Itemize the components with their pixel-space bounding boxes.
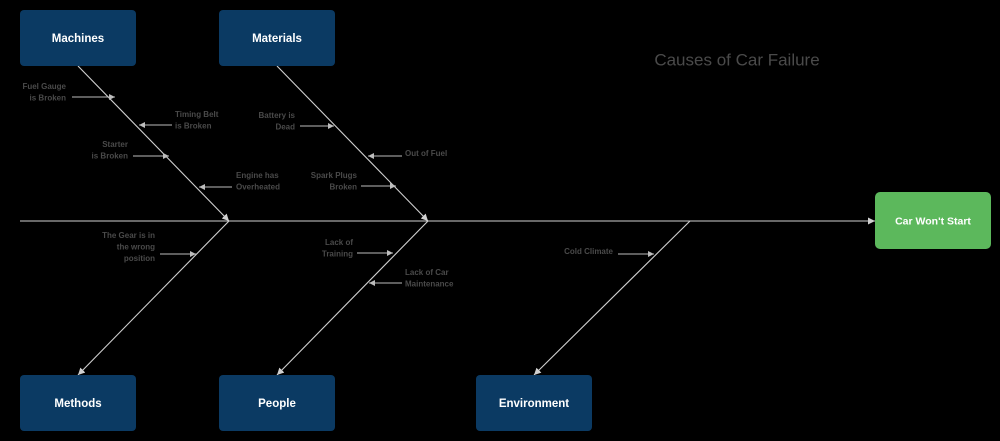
category-box-rect — [219, 375, 335, 431]
cause-label: Cold Climate — [564, 247, 613, 256]
branches-group — [77, 65, 691, 376]
branch-line-machines — [77, 65, 230, 222]
category-box-machines[interactable]: Machines — [20, 10, 136, 66]
category-box-label: Environment — [499, 398, 569, 410]
branch-line-people — [276, 220, 429, 376]
category-box-rect — [476, 375, 592, 431]
page-title: Causes of Car Failure — [654, 50, 819, 69]
category-box-label: People — [258, 398, 296, 410]
branch-line-materials — [276, 65, 429, 222]
effect-box-group[interactable]: Car Won't Start — [875, 192, 991, 249]
branch-line-methods — [77, 220, 230, 376]
cause-label: Out of Fuel — [405, 149, 447, 158]
category-box-label: Machines — [52, 33, 104, 45]
branch-line-environment — [533, 220, 691, 376]
effect-box-label: Car Won't Start — [895, 215, 971, 227]
category-box-materials[interactable]: Materials — [219, 10, 335, 66]
category-box-methods[interactable]: Methods — [20, 375, 136, 431]
cause-environment-0[interactable]: Cold Climate — [564, 247, 654, 257]
category-box-label: Methods — [54, 398, 101, 410]
category-box-label: Materials — [252, 33, 302, 45]
category-box-rect — [219, 10, 335, 66]
category-box-rect — [20, 10, 136, 66]
effect-box-rect — [875, 192, 991, 249]
category-box-people[interactable]: People — [219, 375, 335, 431]
cause-materials-1[interactable]: Out of Fuel — [368, 149, 447, 159]
category-box-environment[interactable]: Environment — [476, 375, 592, 431]
category-box-rect — [20, 375, 136, 431]
